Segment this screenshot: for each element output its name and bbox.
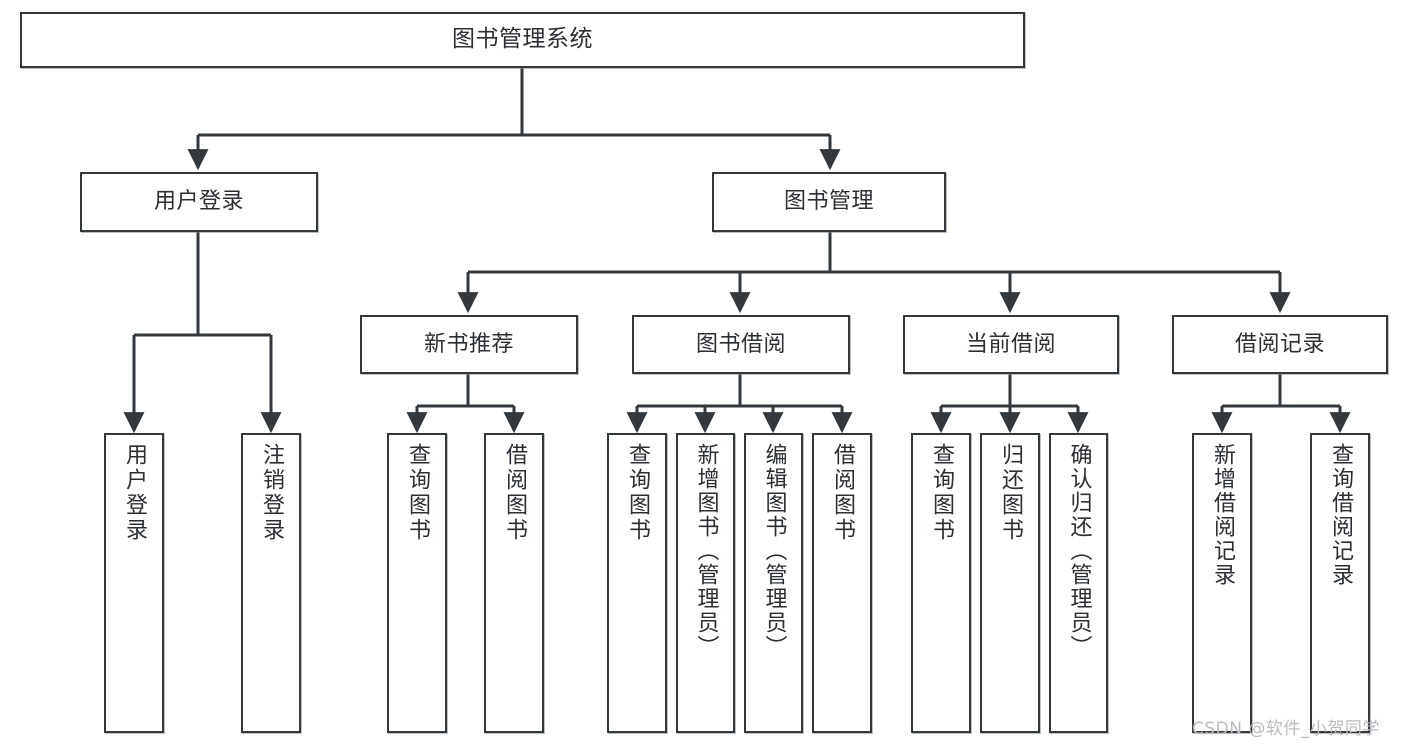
node-leaf-borrow-book-1-label: 借阅图书: [502, 443, 527, 543]
node-leaf-return-book[interactable]: 归还图书: [980, 433, 1040, 733]
node-leaf-user-logout[interactable]: 注销登录: [241, 433, 301, 733]
node-book-manage-label: 图书管理: [783, 189, 874, 215]
node-root-label: 图书管理系统: [452, 26, 593, 53]
node-user-login-label: 用户登录: [153, 189, 244, 215]
node-leaf-return-book-label: 归还图书: [998, 443, 1023, 543]
node-leaf-user-login-label: 用户登录: [122, 443, 147, 543]
node-book-borrow[interactable]: 图书借阅: [632, 315, 850, 374]
node-leaf-query-record[interactable]: 查询借阅记录: [1310, 433, 1370, 733]
node-leaf-borrow-book-1[interactable]: 借阅图书: [484, 433, 544, 733]
node-leaf-add-record[interactable]: 新增借阅记录: [1192, 433, 1252, 733]
node-book-borrow-label: 图书借阅: [695, 331, 786, 357]
node-leaf-query-record-label: 查询借阅记录: [1328, 443, 1353, 587]
node-leaf-borrow-book-2-label: 借阅图书: [830, 443, 855, 543]
node-user-login[interactable]: 用户登录: [80, 172, 318, 232]
node-leaf-query-book-2[interactable]: 查询图书: [607, 433, 667, 733]
node-leaf-add-book-label: 新增图书（管理员）: [693, 443, 719, 659]
node-leaf-borrow-book-2[interactable]: 借阅图书: [812, 433, 872, 733]
node-leaf-query-book-3[interactable]: 查询图书: [911, 433, 971, 733]
node-borrow-record[interactable]: 借阅记录: [1172, 315, 1388, 374]
csdn-watermark: CSDN @软件_小贺同学: [1192, 719, 1380, 739]
node-leaf-query-book-1[interactable]: 查询图书: [387, 433, 447, 733]
node-book-manage[interactable]: 图书管理: [712, 172, 946, 232]
node-leaf-confirm-return-label: 确认归还（管理员）: [1066, 443, 1092, 659]
node-new-book-rec[interactable]: 新书推荐: [360, 315, 578, 374]
node-root[interactable]: 图书管理系统: [20, 12, 1025, 68]
node-leaf-user-logout-label: 注销登录: [259, 443, 284, 543]
node-borrow-record-label: 借阅记录: [1234, 331, 1325, 357]
node-leaf-add-record-label: 新增借阅记录: [1210, 443, 1235, 587]
node-leaf-edit-book[interactable]: 编辑图书（管理员）: [744, 433, 803, 733]
node-current-borrow[interactable]: 当前借阅: [903, 315, 1119, 374]
node-current-borrow-label: 当前借阅: [965, 331, 1056, 357]
node-leaf-user-login[interactable]: 用户登录: [104, 433, 164, 733]
node-leaf-query-book-2-label: 查询图书: [625, 443, 650, 543]
node-leaf-confirm-return[interactable]: 确认归还（管理员）: [1049, 433, 1108, 733]
node-leaf-edit-book-label: 编辑图书（管理员）: [761, 443, 787, 659]
node-new-book-rec-label: 新书推荐: [423, 331, 514, 357]
node-leaf-add-book[interactable]: 新增图书（管理员）: [676, 433, 735, 733]
node-leaf-query-book-1-label: 查询图书: [405, 443, 430, 543]
node-leaf-query-book-3-label: 查询图书: [929, 443, 954, 543]
